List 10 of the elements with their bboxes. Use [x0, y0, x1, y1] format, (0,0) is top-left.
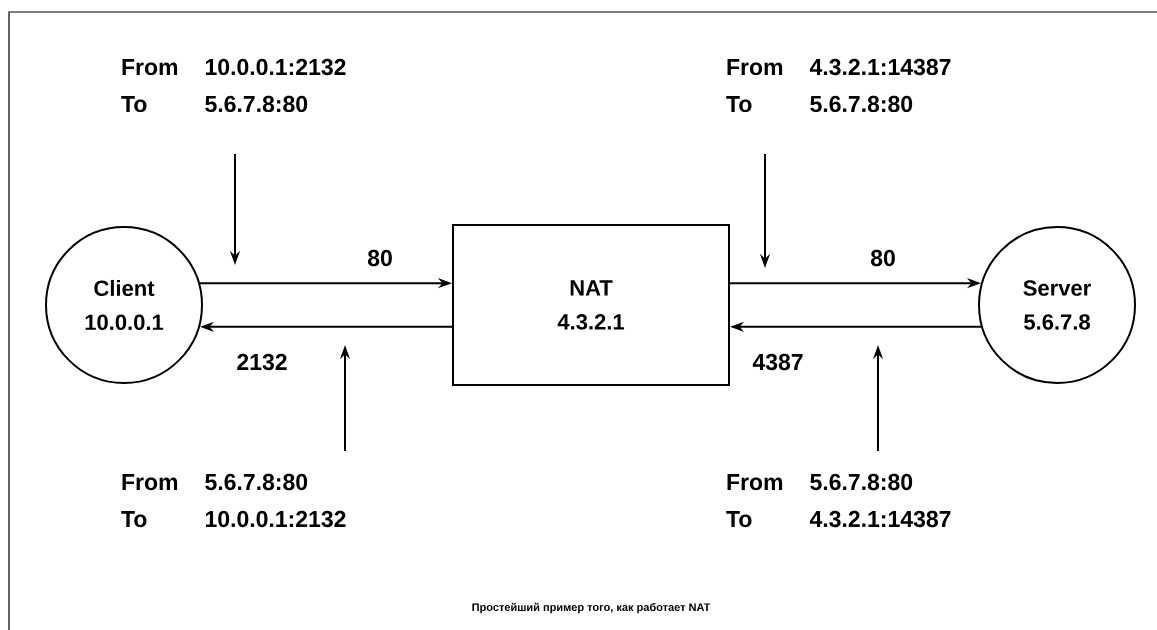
- packet-header: From 5.6.7.8:80 To 10.0.0.1:2132: [121, 473, 346, 528]
- router-box: NAT 4.3.2.1: [452, 224, 730, 386]
- edge-label: 2132: [235, 352, 289, 372]
- packet-header: From 5.6.7.8:80 To 4.3.2.1:14387: [726, 473, 951, 528]
- packet-header: From 10.0.0.1:2132 To 5.6.7.8:80: [121, 58, 346, 113]
- packet-header: From 4.3.2.1:14387 To 5.6.7.8:80: [726, 58, 951, 113]
- edge-label: 80: [869, 248, 897, 268]
- edge-label: 80: [366, 248, 394, 268]
- caption: Простейший пример того, как работает NAT: [472, 602, 711, 614]
- edge-label: 4387: [751, 352, 805, 372]
